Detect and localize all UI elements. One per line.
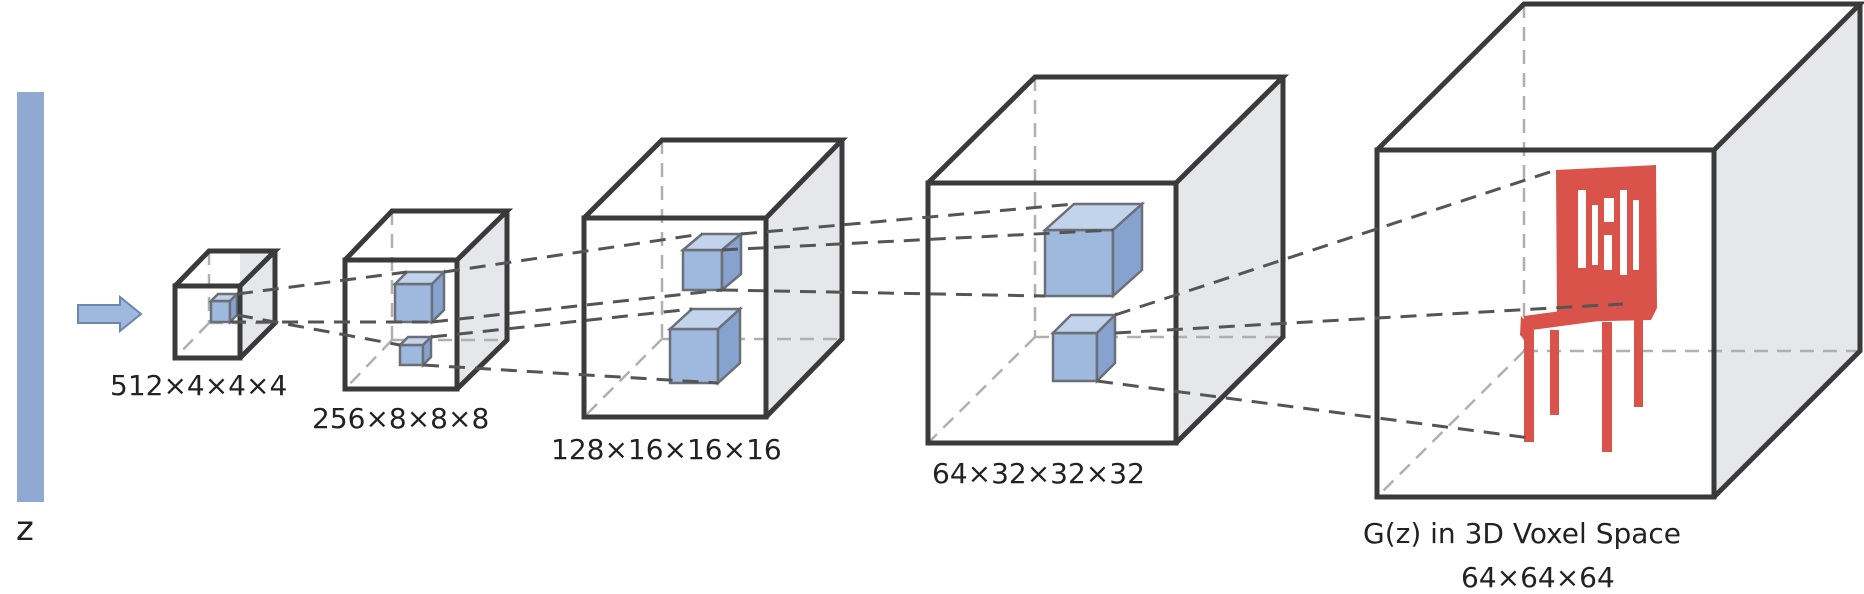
- latent-label: z: [16, 509, 34, 549]
- right-arrow-icon: [77, 294, 143, 334]
- layer-2-feature-block-lower: [396, 333, 435, 369]
- layer-3-feature-block-lower: [666, 306, 744, 386]
- projection-lines: [230, 168, 1624, 440]
- layer-4-label: 64×32×32×32: [932, 457, 1145, 490]
- layer-3-cube: [581, 137, 848, 420]
- latent-vector-bar: [17, 92, 44, 502]
- layer-3-label: 128×16×16×16: [551, 433, 782, 466]
- output-size-label: 64×64×64: [1461, 561, 1615, 594]
- chair-back-gaps: [1578, 190, 1639, 275]
- layer-3-feature-block-upper: [679, 231, 745, 293]
- layer-2-feature-block-upper: [391, 268, 448, 326]
- output-label: G(z) in 3D Voxel Space: [1363, 517, 1681, 550]
- layer-4-feature-block-lower: [1049, 311, 1119, 385]
- layer-1-cube: [172, 248, 282, 361]
- layer-1-label: 512×4×4×4: [110, 369, 287, 402]
- layer-4-feature-block-upper: [1041, 201, 1146, 299]
- layer-2-cube: [342, 208, 514, 392]
- layer-1-feature-block: [207, 290, 241, 326]
- layer-4-cube: [925, 74, 1290, 446]
- output-voxel-cube: [1374, 1, 1864, 500]
- layer-2-label: 256×8×8×8: [312, 402, 489, 435]
